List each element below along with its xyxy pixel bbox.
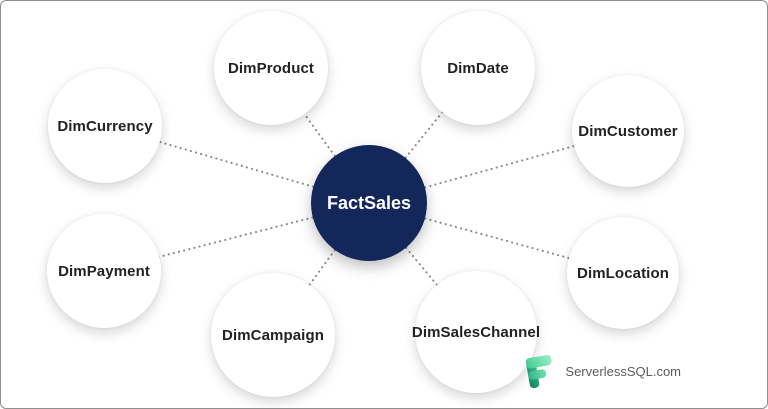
dim-label-dimlocation: DimLocation — [577, 264, 669, 282]
dim-label-dimpayment: DimPayment — [58, 262, 150, 280]
fabric-f-icon — [526, 355, 553, 389]
connector-dimlocation — [367, 201, 625, 275]
dim-label-dimcurrency: DimCurrency — [57, 117, 153, 135]
dim-label-dimdate: DimDate — [447, 59, 509, 77]
dim-circle-dimcurrency: DimCurrency — [48, 69, 162, 183]
dim-label-dimsaleschannel: DimSalesChannel — [411, 323, 541, 341]
dim-circle-dimproduct: DimProduct — [214, 11, 328, 125]
fact-circle-factsales: FactSales — [311, 145, 427, 261]
connector-dimsaleschannel — [367, 201, 478, 334]
dim-label-dimcustomer: DimCustomer — [578, 122, 678, 140]
connector-dimcurrency — [103, 124, 371, 205]
dim-circle-dimcustomer: DimCustomer — [572, 75, 684, 187]
dim-circle-dimpayment: DimPayment — [47, 214, 161, 328]
dim-label-dimproduct: DimProduct — [227, 59, 314, 77]
dim-circle-dimdate: DimDate — [421, 11, 535, 125]
dim-circle-dimsaleschannel: DimSalesChannel — [411, 271, 541, 393]
fact-label: FactSales — [326, 192, 412, 213]
branding: ServerlessSQL.com — [519, 350, 681, 392]
dim-circle-dimlocation: DimLocation — [567, 217, 679, 329]
dim-label-dimcampaign: DimCampaign — [222, 326, 324, 344]
branding-text: ServerlessSQL.com — [565, 363, 681, 379]
dim-circle-dimcampaign: DimCampaign — [211, 273, 335, 397]
